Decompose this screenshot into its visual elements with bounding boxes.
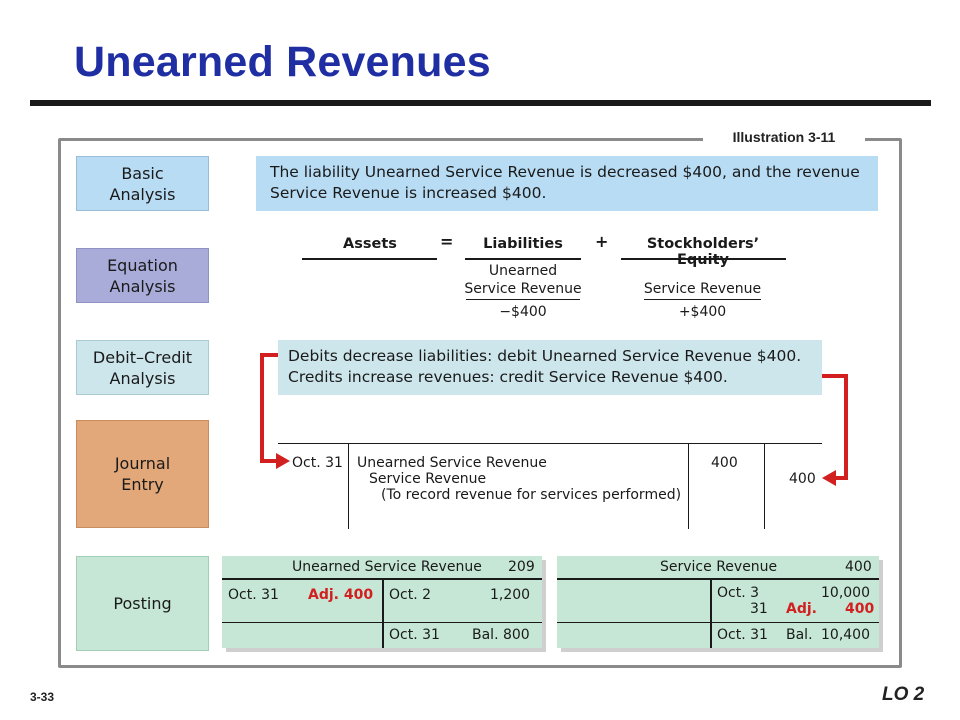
journal-credit-column-rule: [764, 443, 765, 529]
illustration-label: Illustration 3-11: [703, 127, 865, 147]
debit-credit-analysis-tag: Debit–Credit Analysis: [76, 340, 209, 395]
equation-analysis-tag: Equation Analysis: [76, 248, 209, 303]
liability-account-underline: [466, 299, 580, 300]
unearned-balance-date: Oct. 31: [389, 627, 440, 643]
t-account-number: 209: [508, 559, 535, 575]
page-title: Unearned Revenues: [74, 38, 491, 86]
liability-account-line-1: Unearned: [488, 263, 558, 279]
journal-date-column-rule: [348, 443, 349, 529]
service-balance-date: Oct. 31: [717, 627, 768, 643]
journal-explanation: (To record revenue for services performe…: [381, 487, 682, 503]
basic-analysis-box: The liability Unearned Service Revenue i…: [256, 156, 878, 211]
basic-analysis-line-2: Service Revenue is increased $400.: [270, 184, 547, 202]
title-divider: [30, 100, 931, 106]
service-credit-amount-1: 10,000: [821, 585, 870, 601]
t-account-header: Unearned Service Revenue 209: [222, 556, 542, 580]
journal-date: Oct. 31: [292, 455, 343, 471]
equation-liabilities-heading: Liabilities: [483, 236, 563, 252]
debit-credit-box: Debits decrease liabilities: debit Unear…: [278, 340, 822, 395]
journal-entry-tag: Journal Entry: [76, 420, 209, 528]
assets-rule: [302, 258, 437, 260]
unearned-credit-amount: 1,200: [490, 587, 531, 603]
t-account-name: Unearned Service Revenue: [292, 559, 482, 575]
unearned-debit-date: Oct. 31: [228, 587, 279, 603]
plus-sign: +: [595, 232, 609, 251]
liability-change: −$400: [499, 304, 547, 320]
debit-credit-line-2: Credits increase revenues: credit Servic…: [288, 368, 728, 386]
learning-objective: LO 2: [882, 684, 925, 705]
journal-top-rule: [278, 443, 822, 444]
basic-analysis-line-1: The liability Unearned Service Revenue i…: [270, 163, 860, 181]
basic-analysis-tag: Basic Analysis: [76, 156, 209, 211]
equity-rule: [621, 258, 786, 260]
equals-sign: =: [440, 232, 454, 251]
service-balance-label: Bal.: [786, 627, 813, 643]
t-account-balance-rule: [557, 622, 879, 623]
t-account-name: Service Revenue: [660, 559, 778, 575]
equation-equity-heading: Stockholders’ Equity: [646, 236, 760, 268]
t-account-number: 400: [845, 559, 872, 575]
equity-account-underline: [644, 299, 761, 300]
unearned-service-revenue-t-account: Unearned Service Revenue 209 Oct. 31 Adj…: [222, 556, 542, 648]
service-adjustment-label: Adj.: [786, 601, 817, 617]
journal-debit-amount: 400: [711, 455, 738, 471]
equation-assets-heading: Assets: [343, 236, 397, 252]
liabilities-rule: [465, 258, 581, 260]
service-adjustment-amount: 400: [845, 601, 875, 617]
t-account-divider: [710, 580, 712, 648]
journal-credit-amount: 400: [789, 471, 816, 487]
page-number: 3-33: [30, 690, 55, 704]
equity-change: +$400: [678, 304, 727, 320]
service-revenue-t-account: Service Revenue 400 Oct. 3 10,000 31 Adj…: [557, 556, 879, 648]
t-account-divider: [382, 580, 384, 648]
liability-account-line-2: Service Revenue: [464, 281, 582, 297]
journal-debit-account: Unearned Service Revenue: [357, 455, 547, 471]
unearned-credit-date: Oct. 2: [389, 587, 432, 603]
journal-debit-column-rule: [688, 443, 689, 529]
unearned-balance: Bal. 800: [472, 627, 530, 643]
service-credit-date-2: 31: [750, 601, 768, 617]
t-account-balance-rule: [222, 622, 542, 623]
t-account-header: Service Revenue 400: [557, 556, 879, 580]
service-balance-amount: 10,400: [821, 627, 870, 643]
service-credit-date-1: Oct. 3: [717, 585, 760, 601]
debit-credit-line-1: Debits decrease liabilities: debit Unear…: [288, 347, 802, 365]
posting-tag: Posting: [76, 556, 209, 651]
equity-account: Service Revenue: [643, 281, 762, 297]
unearned-debit-adjustment: Adj. 400: [308, 587, 374, 603]
journal-credit-account: Service Revenue: [369, 471, 487, 487]
